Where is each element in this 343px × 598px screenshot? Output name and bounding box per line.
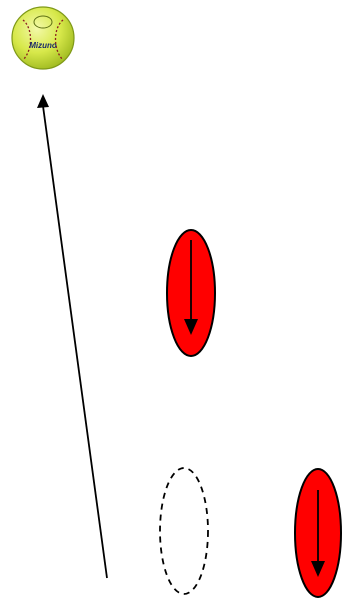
throw-arrow [37,94,108,579]
player-oval-upper [166,229,216,357]
player-oval-lower [294,468,342,598]
empty-position-oval [159,467,209,595]
softball-icon: Mizuno [11,6,75,70]
down-arrow-icon [184,319,198,335]
down-arrow-icon [311,561,325,577]
softball-logo-text: Mizuno [29,41,57,50]
